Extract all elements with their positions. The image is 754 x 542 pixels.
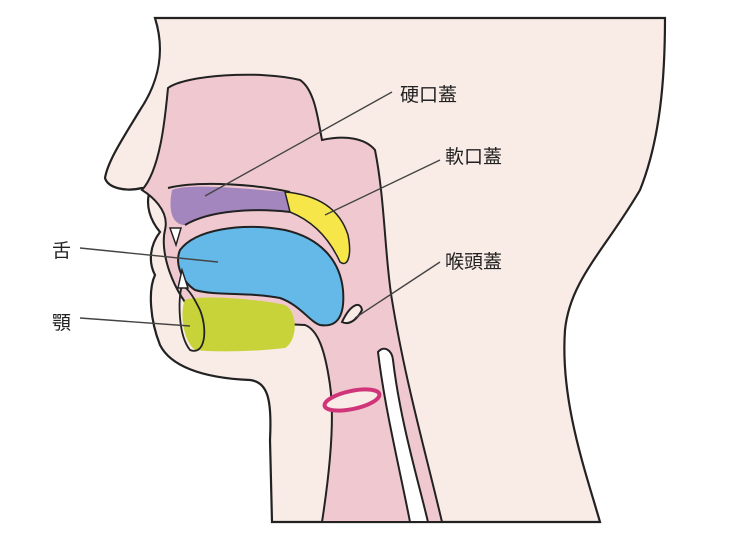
label-soft-palate: 軟口蓋: [445, 146, 503, 168]
upper-tooth: [168, 227, 183, 248]
epiglottis-shape: [340, 303, 364, 324]
label-jaw: 顎: [52, 312, 72, 334]
leader-lines: [79, 91, 441, 327]
label-hard-palate: 硬口蓋: [400, 84, 458, 106]
mandible-outline: [178, 284, 206, 352]
jaw-region: [182, 297, 295, 352]
vocal-ring: [322, 387, 382, 413]
hard-palate-region: [170, 186, 290, 225]
lower-tooth: [177, 267, 190, 289]
soft-palate-region: [284, 191, 351, 265]
label-epiglottis: 喉頭蓋: [445, 251, 503, 273]
palate-outline: [167, 182, 291, 226]
tongue-region: [177, 225, 345, 327]
label-tongue: 舌: [52, 240, 72, 262]
esophagus-tube: [376, 347, 430, 523]
